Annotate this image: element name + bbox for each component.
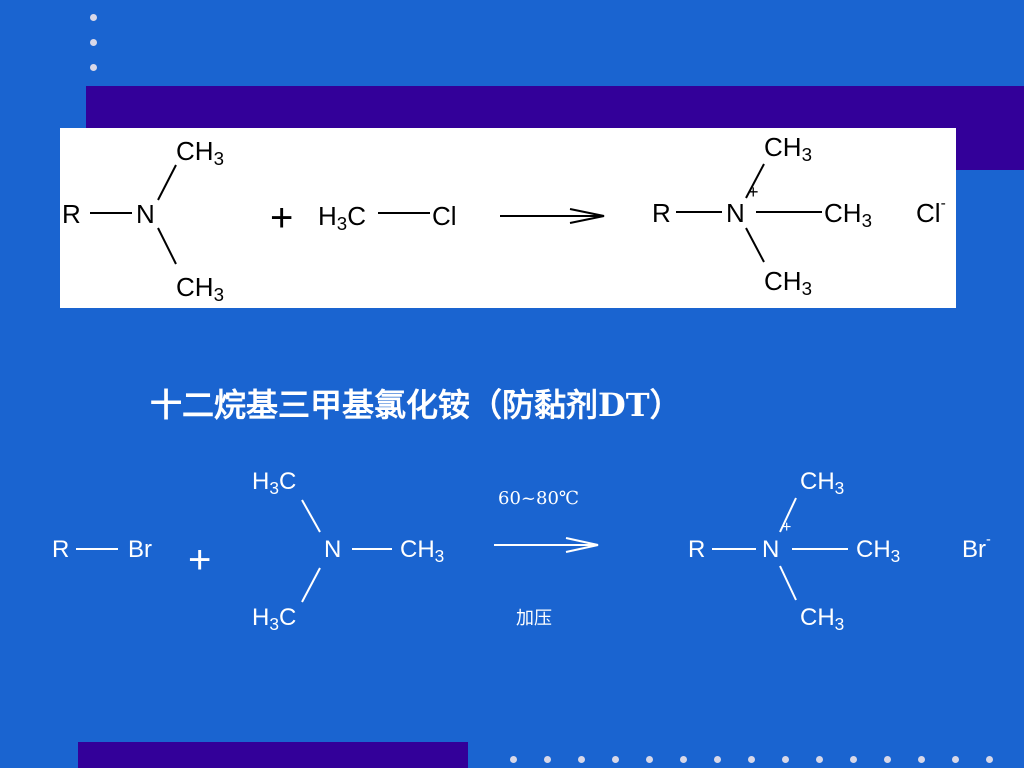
amine-methyl-right: CH3 (400, 536, 445, 566)
decor-dot (952, 756, 959, 763)
bond-n-top (157, 164, 177, 201)
chlorine-atom: Cl (432, 201, 457, 231)
methyl-bottom: CH3 (176, 272, 224, 306)
plus-sign: + (270, 196, 294, 240)
decor-dot (646, 756, 653, 763)
decor-dot (986, 756, 993, 763)
bromine-atom: Br (128, 536, 152, 563)
decor-dot (782, 756, 789, 763)
bond-n-top-amine (301, 499, 321, 533)
methyl-bottom-product: CH3 (764, 266, 812, 300)
reaction-pressure: 加压 (516, 608, 552, 629)
chloride-counterion: Cl- (916, 194, 946, 228)
decor-dot (884, 756, 891, 763)
decor-dot (544, 756, 551, 763)
methyl-right-product: CH3 (824, 198, 872, 232)
ammonium-nitrogen-2: N (762, 536, 780, 563)
decor-dot (510, 756, 517, 763)
reaction1-arrow-head (569, 208, 605, 224)
decor-dot (612, 756, 619, 763)
plus-sign-2: + (188, 538, 212, 582)
positive-charge-2: + (782, 519, 792, 536)
methyl-top: CH3 (176, 136, 224, 170)
methyl-chloride-carbon: H3C (318, 201, 366, 235)
nitrogen-atom: N (136, 199, 155, 229)
bond-n-bottom (157, 227, 177, 265)
decor-dot (714, 756, 721, 763)
decor-dot (90, 64, 97, 71)
r-group-halide: R (52, 536, 70, 563)
compound-name: 十二烷基三甲基氯化铵（防黏剂DT） (150, 386, 682, 424)
bromide-counterion: Br- (962, 532, 991, 563)
decor-dot (748, 756, 755, 763)
reaction2-arrow-head (565, 537, 599, 553)
methyl-top-product2: CH3 (800, 468, 845, 498)
r-group-product: R (652, 198, 671, 228)
bond-n-bottom-amine (301, 567, 321, 603)
reaction-temperature: 60~80℃ (498, 488, 580, 509)
positive-charge: + (748, 182, 759, 202)
bond-n-top-product (745, 163, 765, 199)
r-group: R (62, 199, 81, 229)
bond-n-bottom-product (745, 227, 765, 263)
bond-n-top-product2 (779, 497, 797, 533)
decor-dot (90, 39, 97, 46)
amine-nitrogen: N (324, 536, 342, 563)
methyl-bottom-product2: CH3 (800, 604, 845, 634)
ammonium-nitrogen: N (726, 198, 745, 228)
decor-dot (680, 756, 687, 763)
methyl-top-product: CH3 (764, 132, 812, 166)
decor-dot (578, 756, 585, 763)
methyl-right-product2: CH3 (856, 536, 901, 566)
decor-dot (816, 756, 823, 763)
bond-n-bottom-product2 (779, 565, 797, 601)
reaction1-panel (60, 128, 956, 308)
amine-methyl-top: H3C (252, 468, 297, 498)
bottom-accent-band (78, 742, 468, 768)
decor-dot (90, 14, 97, 21)
r-group-product2: R (688, 536, 706, 563)
amine-methyl-bottom: H3C (252, 604, 297, 634)
decor-dot (918, 756, 925, 763)
decor-dot (850, 756, 857, 763)
